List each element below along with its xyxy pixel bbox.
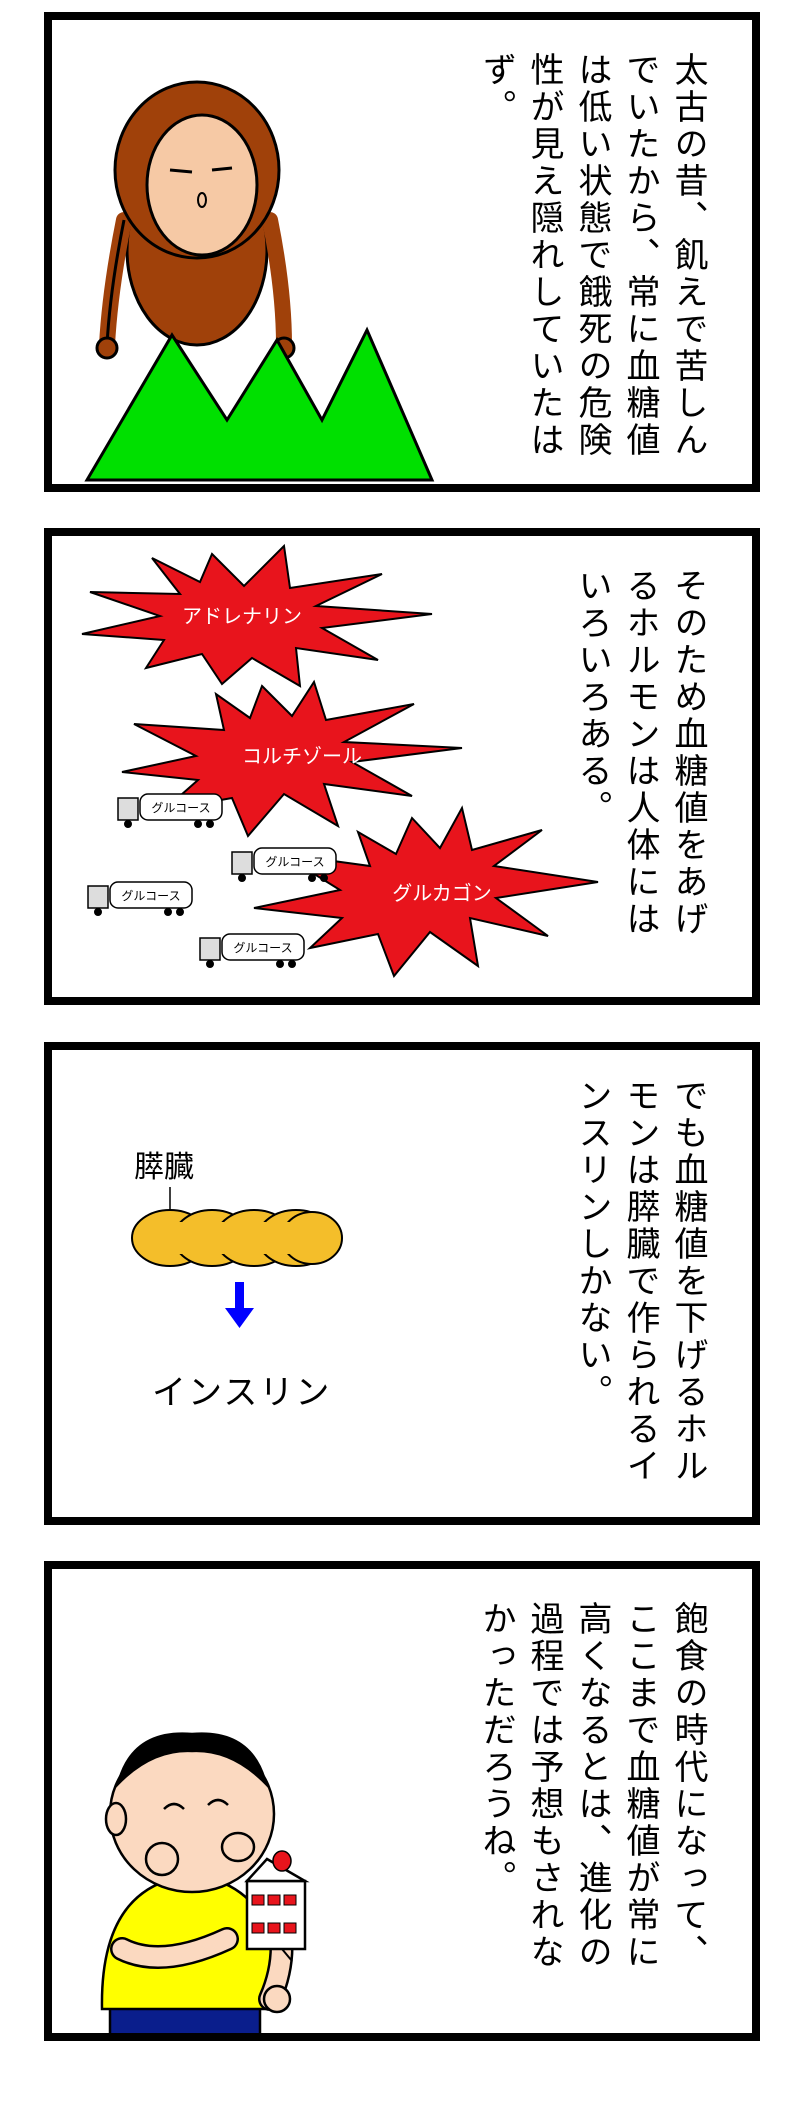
down-arrow [225,1282,254,1328]
glucose-truck: グルコース [87,881,193,916]
truck-label: グルコース [233,941,292,955]
monkey-illustration [84,80,435,482]
glucose-truck: グルコース [231,847,337,882]
panel-4: 飽食の時代になって、 ここまで血糖値が常に 高くなるとは、進化の 過程では予想も… [44,1561,760,2041]
glucose-truck: グルコース [117,793,223,828]
pancreas [131,1209,343,1267]
pancreas-label: 膵臓 [134,1150,194,1185]
monkey-left-hand [95,336,119,360]
hormone-label-glucagon: グルカゴン [392,881,491,905]
hormone-label-cortisol: コルチゾール [242,744,362,768]
person-eating-cake-illustration [100,1732,310,2033]
narration-text: そのため血糖値をあげ るホルモンは人体には いろいろある。 [572,568,708,938]
insulin-label: インスリン [152,1373,331,1413]
panel-3: 膵臓 インスリン でも血糖値を下げるホル モンは膵臓で作られるイ ンスリンしかな… [44,1042,760,1525]
panel-1: 太古の昔、飢えで苦しん でいたから、常に血糖値 は低い状態で餓死の危険 性が見え… [44,12,760,492]
cake [244,1850,310,1951]
hormone-label-adrenaline: アドレナリン [182,604,302,628]
panel-2: アドレナリン コルチゾール グルカゴン グルコース グルコース グルコース [44,528,760,1005]
hand [262,1984,292,2014]
pancreas-illustration: 膵臓 インスリン [131,1150,343,1413]
hormone-illustration: アドレナリン コルチゾール グルカゴン グルコース グルコース グルコース [81,543,599,978]
narration-text: 太古の昔、飢えで苦しん でいたから、常に血糖値 は低い状態で餓死の危険 性が見え… [476,52,708,459]
glucose-truck: グルコース [199,933,305,968]
burst-adrenaline [81,543,433,688]
truck-label: グルコース [265,855,324,869]
hair [115,1732,269,1789]
monkey-face [145,113,259,257]
strawberry [272,1850,292,1872]
narration-text: でも血糖値を下げるホル モンは膵臓で作られるイ ンスリンしかない。 [572,1078,708,1485]
narration-text: 飽食の時代になって、 ここまで血糖値が常に 高くなるとは、進化の 過程では予想も… [476,1601,708,1971]
truck-label: グルコース [121,889,180,903]
truck-label: グルコース [151,801,210,815]
grass [84,326,435,482]
